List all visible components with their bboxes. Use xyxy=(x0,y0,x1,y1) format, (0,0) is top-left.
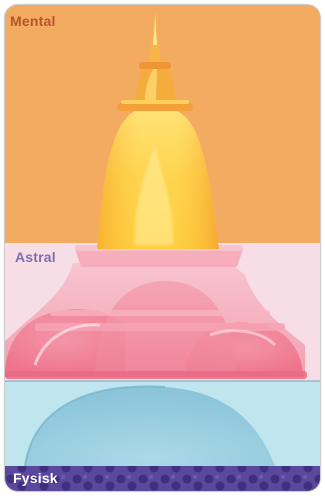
astral-label: Astral xyxy=(15,250,56,264)
fysisk-label: Fysisk xyxy=(13,471,58,485)
subtle-bodies-illustration xyxy=(5,5,320,491)
mental-label: Mental xyxy=(10,14,56,28)
illustration-frame: Mental Astral Fysisk xyxy=(5,5,320,491)
